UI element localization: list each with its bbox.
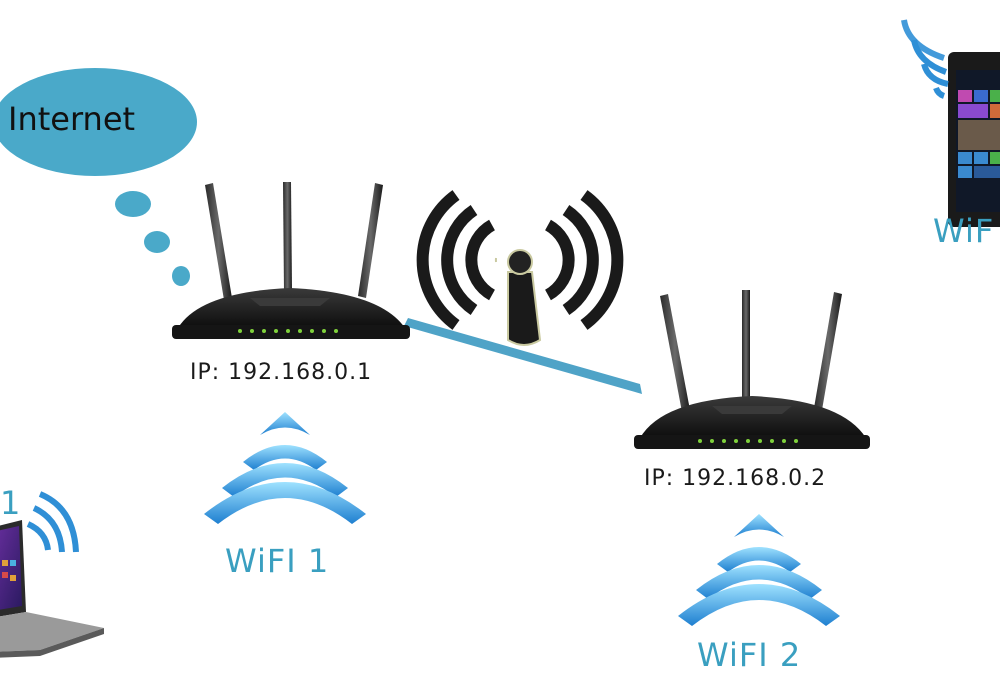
laptop-wifi-label: 1 — [0, 484, 22, 522]
internet-label: Internet — [8, 100, 136, 138]
wifi-signal-1-icon — [204, 412, 366, 524]
router-main-ip-label: IP: 192.168.0.1 — [190, 360, 373, 385]
antenna-tower-icon — [416, 190, 624, 346]
wireless-link-beam — [404, 318, 642, 394]
laptop-device — [0, 491, 104, 658]
wifi-1-label: WiFI 1 — [225, 542, 330, 580]
wifi-2-label: WiFI 2 — [697, 636, 802, 674]
router-repeater-ip-label: IP: 192.168.0.2 — [644, 466, 827, 491]
router-repeater — [634, 290, 870, 449]
internet-cloud — [0, 68, 197, 286]
router-main — [172, 182, 410, 339]
phone-wifi-label: WiF — [933, 212, 995, 250]
wifi-signal-2-icon — [678, 514, 840, 626]
phone-device — [901, 19, 1000, 227]
